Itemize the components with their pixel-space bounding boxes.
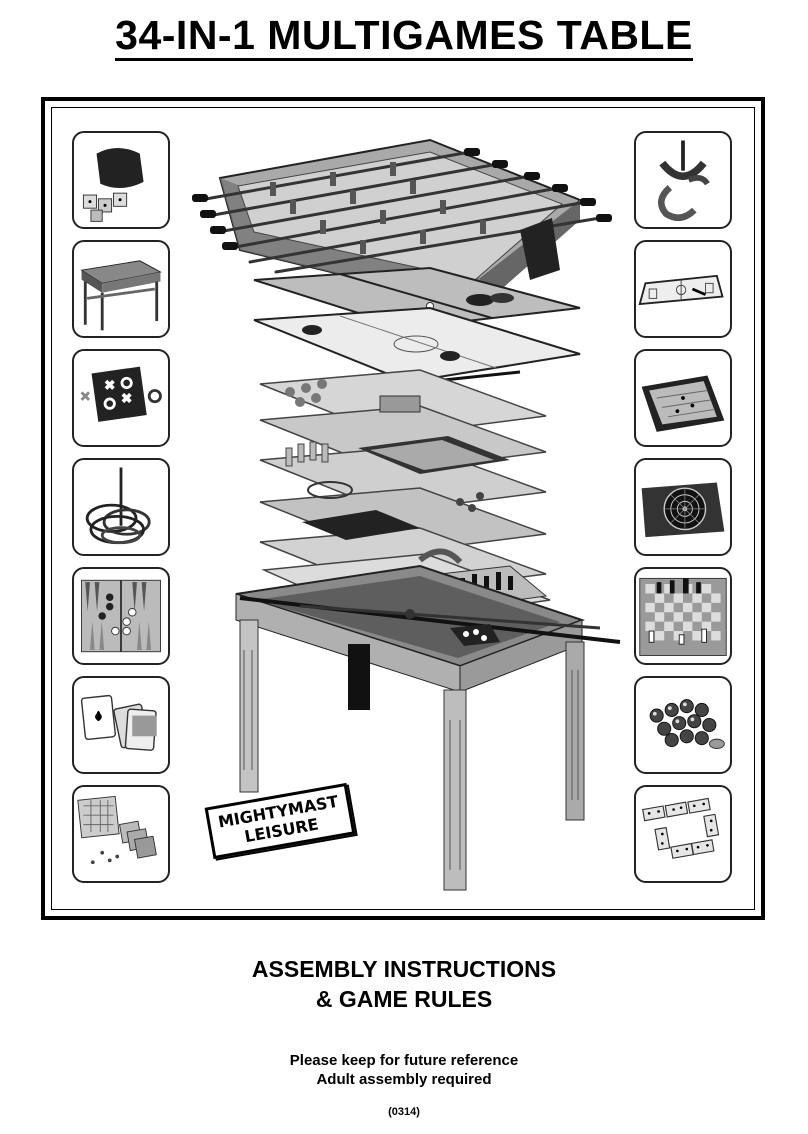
playing-cards-icon [72,676,170,774]
backgammon-icon [72,567,170,665]
chess-icon [634,567,732,665]
ring-toss-icon [72,458,170,556]
note-line-1: Please keep for future reference [289,1052,519,1069]
document-code: (0314) [388,1106,420,1118]
heading-line-1: ASSEMBLY INSTRUCTIONS [251,956,557,982]
dominoes-icon [634,785,732,883]
page-title-text: 34-IN-1 MULTIGAMES TABLE [115,12,693,61]
heading-line-2: & GAME RULES [315,986,493,1012]
board-game-icon [634,349,732,447]
board-game-pieces-icon [285,379,510,540]
snakes-ladders-icon [72,785,170,883]
air-hockey-layer-icon [253,306,581,384]
horseshoe-icon [634,131,732,229]
air-hockey-icon [634,240,732,338]
page-title: 34-IN-1 MULTIGAMES TABLE [0,12,808,61]
marbles-icon [634,676,732,774]
illustration-frame [41,97,765,920]
note-line-2: Adult assembly required [316,1071,492,1088]
pool-table-icon [235,564,621,891]
football-table-icon [72,240,170,338]
tic-tac-toe-icon [72,349,170,447]
multigames-table-illustration [192,138,621,891]
dice-icon [72,131,170,229]
dartboard-icon [634,458,732,556]
